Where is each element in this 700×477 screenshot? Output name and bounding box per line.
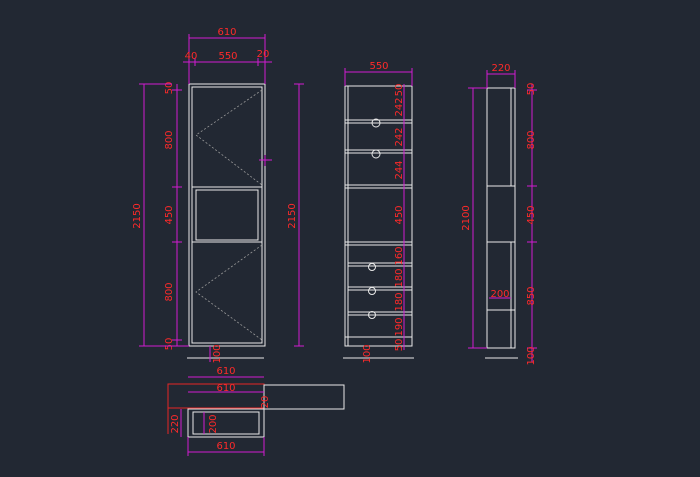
section-knob-5 — [368, 311, 376, 319]
dim-side-450: 450 — [526, 205, 537, 224]
plan-view: 610 610 20 220 200 610 — [167, 366, 345, 456]
dim-front-left-450: 450 — [164, 205, 175, 224]
plan-view-outline — [187, 408, 265, 438]
dim-section-450: 450 — [394, 205, 405, 224]
dim-plan-top-1: 610 — [216, 366, 235, 377]
dim-section-bottom-100: 100 — [362, 344, 373, 363]
dim-section-50-bottom: 50 — [394, 339, 405, 352]
section-knob-4 — [368, 287, 376, 295]
dim-front-left-800-bottom: 800 — [164, 282, 175, 301]
dim-section-242-b: 242 — [394, 127, 405, 146]
plan-view-door-open — [263, 384, 345, 410]
front-view: 610 40 550 20 50 800 450 800 50 2150 215… — [132, 27, 304, 364]
dim-section-50-top: 50 — [394, 84, 405, 97]
front-view-open-niche — [195, 189, 259, 241]
dim-section-160: 160 — [394, 246, 405, 265]
section-knob-2 — [371, 149, 381, 159]
dim-plan-right-20: 20 — [260, 396, 271, 409]
plan-view-inner — [192, 411, 260, 435]
dim-front-left-50-bottom: 50 — [164, 338, 175, 351]
section-view: 550 50 242 242 244 450 160 180 180 190 5… — [343, 61, 414, 364]
dim-section-180-a: 180 — [394, 268, 405, 287]
dim-front-right-height: 2150 — [287, 203, 298, 228]
dim-plan-top-2: 610 — [216, 383, 235, 394]
front-view-door-swing-lower — [195, 244, 263, 341]
dim-front-left-800-top: 800 — [164, 130, 175, 149]
dim-section-width: 550 — [369, 61, 388, 72]
dim-section-244: 244 — [394, 160, 405, 179]
dim-side-800: 800 — [526, 130, 537, 149]
dim-side-850: 850 — [526, 286, 537, 305]
dim-section-190: 190 — [394, 317, 405, 336]
section-knob-1 — [371, 118, 381, 128]
dim-plan-bottom: 610 — [216, 441, 235, 452]
dim-front-right-20: 20 — [257, 49, 270, 60]
dim-front-overall-height: 2150 — [132, 203, 143, 228]
dim-side-depth: 220 — [491, 63, 510, 74]
side-view-outline — [486, 87, 516, 349]
side-view: 220 2100 200 50 800 450 850 100 — [461, 63, 537, 366]
dim-front-left-50-top: 50 — [164, 82, 175, 95]
dim-section-242-a: 242 — [394, 97, 405, 116]
dim-side-inner: 200 — [490, 289, 509, 300]
front-view-inner-outline — [191, 86, 263, 344]
dim-plan-left-220: 220 — [170, 414, 181, 433]
section-knob-3 — [368, 263, 376, 271]
dim-side-100: 100 — [526, 346, 537, 365]
dim-side-height: 2100 — [461, 205, 472, 230]
dim-front-bottom-100: 100 — [212, 344, 223, 363]
dim-section-180-b: 180 — [394, 292, 405, 311]
front-view-door-swing-upper — [195, 89, 263, 186]
dim-front-left-40: 40 — [185, 51, 198, 62]
front-view-outline — [188, 83, 266, 347]
section-view-outline — [344, 85, 413, 347]
dim-front-overall-width: 610 — [217, 27, 236, 38]
dim-plan-inner-200: 200 — [208, 414, 219, 433]
dim-front-middle-550: 550 — [218, 51, 237, 62]
dim-side-50: 50 — [526, 83, 537, 96]
